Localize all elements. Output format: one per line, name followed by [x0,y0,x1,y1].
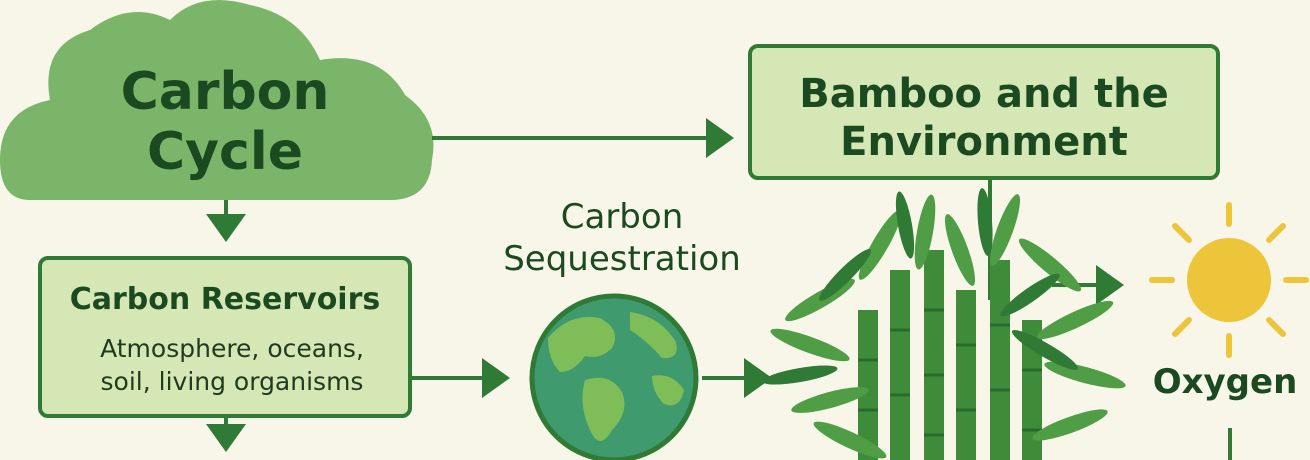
carbon-reservoirs-description: Atmosphere, oceans, soil, living organis… [100,334,364,396]
sun-icon [1149,202,1309,358]
carbon-sequestration-label: Carbon Sequestration [503,197,741,279]
oxygen-label: Oxygen [1152,362,1298,402]
globe-icon [529,293,699,460]
carbon-cycle-title: Carbon Cycle [120,62,330,182]
cloud-icon [0,0,434,200]
carbon-reservoirs-box: Carbon Reservoirs Atmosphere, oceans, so… [38,256,412,418]
bamboo-icon [762,188,1126,460]
bamboo-environment-title: Bamboo and the Environment [799,71,1169,165]
bamboo-environment-box: Bamboo and the Environment [748,44,1220,180]
carbon-reservoirs-title: Carbon Reservoirs [69,282,381,317]
